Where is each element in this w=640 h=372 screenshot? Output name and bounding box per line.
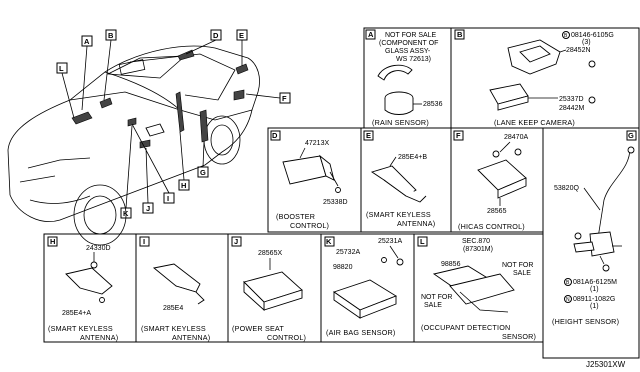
callout-e: E: [239, 31, 244, 40]
caption-lane-keep-camera: (LANE KEEP CAMERA): [494, 118, 575, 127]
panel-k-air-bag-sensor: K 25231A 25732A 98820 (AIR BAG SENSOR): [320, 233, 415, 343]
panel-i-smart-keyless-antenna: I 285E4 (SMART KEYLESS ANTENNA): [135, 233, 229, 343]
callout-j: J: [146, 204, 150, 213]
svg-text:285E4: 285E4: [163, 305, 183, 312]
svg-text:J: J: [234, 237, 238, 246]
caption-booster-control-2: CONTROL): [290, 221, 329, 230]
callout-d: D: [213, 31, 219, 40]
svg-text:(87301M): (87301M): [463, 246, 493, 253]
svg-text:SEC.870: SEC.870: [462, 238, 490, 245]
caption-smart-keyless-h-1: (SMART KEYLESS: [48, 324, 113, 333]
diagram-id: J25301XW: [586, 360, 626, 369]
svg-text:GLASS ASSY-: GLASS ASSY-: [385, 48, 431, 55]
panel-e-smart-keyless-antenna: E 285E4+B (SMART KEYLESS ANTENNA): [360, 127, 452, 233]
svg-text:98856: 98856: [441, 261, 461, 268]
caption-smart-keyless-h-2: ANTENNA): [80, 333, 118, 342]
svg-text:25231A: 25231A: [378, 238, 402, 245]
caption-smart-keyless-i-1: (SMART KEYLESS: [141, 324, 206, 333]
svg-text:NOT FOR: NOT FOR: [421, 294, 452, 301]
caption-air-bag-sensor: (AIR BAG SENSOR): [326, 328, 396, 337]
svg-text:(COMPONENT OF: (COMPONENT OF: [379, 40, 438, 47]
svg-text:25338D: 25338D: [323, 199, 348, 206]
svg-text:08146-6105G: 08146-6105G: [571, 32, 614, 39]
panel-h-smart-keyless-antenna: H 24330D 285E4+A (SMART KEYLESS ANTENNA): [43, 233, 137, 343]
svg-text:081A6-6125M: 081A6-6125M: [573, 279, 617, 286]
svg-text:285E4+A: 285E4+A: [62, 310, 91, 317]
caption-smart-keyless-i-2: ANTENNA): [172, 333, 210, 342]
svg-text:28452N: 28452N: [566, 47, 591, 54]
svg-text:28536: 28536: [423, 101, 443, 108]
panel-l-occupant-detection-sensor: L SEC.870 (87301M) 98856 NOT FOR SALE NO…: [413, 233, 544, 343]
svg-text:SALE: SALE: [424, 302, 442, 309]
svg-text:28442M: 28442M: [559, 105, 584, 112]
callout-f: F: [282, 94, 287, 103]
vehicle-illustration: [7, 45, 260, 246]
svg-text:SALE: SALE: [513, 270, 531, 277]
svg-text:L: L: [420, 237, 425, 246]
panel-d-booster-control: D 47213X 25338D (BOOSTER CONTROL): [267, 127, 362, 233]
svg-text:B: B: [564, 33, 568, 39]
callout-b: B: [108, 31, 114, 40]
callout-g: G: [200, 168, 206, 177]
svg-text:(1): (1): [590, 303, 599, 310]
caption-rain-sensor: (RAIN SENSOR): [372, 118, 429, 127]
caption-booster-control-1: (BOOSTER: [276, 212, 315, 221]
svg-text:25337D: 25337D: [559, 96, 584, 103]
panel-b-lane-keep-camera: B B 08146-6105G (3) 28452N 25337D 28442M…: [450, 27, 640, 129]
svg-text:NOT FOR SALE: NOT FOR SALE: [385, 32, 437, 39]
svg-text:K: K: [326, 237, 332, 246]
svg-text:28565: 28565: [487, 208, 507, 215]
svg-text:24330D: 24330D: [86, 245, 111, 252]
svg-text:98820: 98820: [333, 264, 353, 271]
callout-i: I: [167, 194, 169, 203]
panel-a-rain-sensor: A NOT FOR SALE (COMPONENT OF GLASS ASSY-…: [363, 27, 452, 129]
caption-smart-keyless-e-2: ANTENNA): [397, 219, 435, 228]
svg-text:(3): (3): [582, 39, 591, 46]
caption-hicas-control: (HICAS CONTROL): [458, 222, 525, 231]
svg-text:NOT FOR: NOT FOR: [502, 262, 533, 269]
svg-text:I: I: [143, 237, 145, 246]
caption-smart-keyless-e-1: (SMART KEYLESS: [366, 210, 431, 219]
svg-text:H: H: [50, 237, 55, 246]
svg-text:A: A: [368, 30, 374, 39]
panel-j-power-seat-control: J 28565X (POWER SEAT CONTROL): [227, 233, 322, 343]
svg-text:G: G: [628, 131, 634, 140]
svg-text:B: B: [457, 30, 463, 39]
svg-text:28565X: 28565X: [258, 250, 282, 257]
callout-h: H: [181, 181, 186, 190]
callout-k: K: [123, 209, 129, 218]
car-callouts: A B D E F G H I J K L: [56, 29, 291, 219]
caption-occupant-detection-2: SENSOR): [502, 332, 536, 341]
svg-text:285E4+B: 285E4+B: [398, 154, 427, 161]
svg-text:E: E: [366, 131, 371, 140]
caption-power-seat-2: CONTROL): [267, 333, 306, 342]
svg-text:53820Q: 53820Q: [554, 185, 579, 192]
svg-text:F: F: [456, 131, 461, 140]
caption-height-sensor: (HEIGHT SENSOR): [552, 317, 619, 326]
callout-a: A: [84, 37, 90, 46]
svg-text:47213X: 47213X: [305, 140, 329, 147]
svg-text:D: D: [272, 131, 278, 140]
callout-l: L: [59, 64, 64, 73]
panel-f-hicas-control: F 28470A 28565 (HICAS CONTROL): [450, 127, 544, 233]
svg-text:N: N: [566, 297, 570, 303]
svg-text:08911-1082G: 08911-1082G: [573, 296, 615, 303]
panel-g-height-sensor: G 53820Q B 081A6-6125M (1) N 08911-1082G…: [542, 127, 640, 359]
svg-text:(1): (1): [590, 286, 599, 293]
caption-power-seat-1: (POWER SEAT: [232, 324, 284, 333]
svg-text:25732A: 25732A: [336, 249, 360, 256]
svg-text:B: B: [566, 280, 570, 286]
svg-text:28470A: 28470A: [504, 134, 528, 141]
caption-occupant-detection-1: (OCCUPANT DETECTION: [421, 323, 510, 332]
svg-text:WS 72613): WS 72613): [396, 56, 431, 63]
